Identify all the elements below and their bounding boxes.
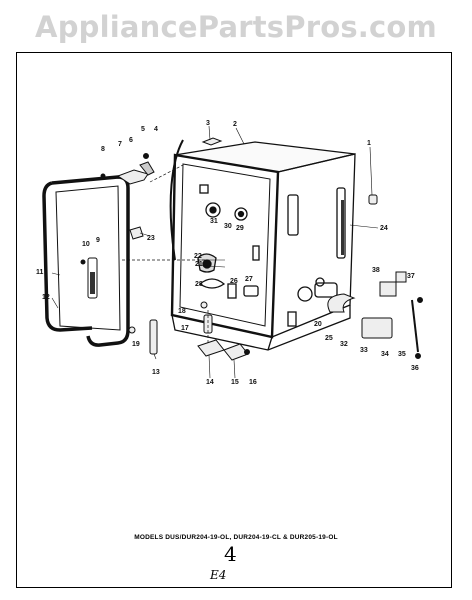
part-label-3: 3 — [206, 120, 210, 127]
leader-lines — [51, 125, 379, 379]
part-label-18: 18 — [178, 308, 186, 315]
part-label-12: 12 — [42, 294, 50, 301]
part-label-23: 23 — [147, 235, 155, 242]
part-label-9: 9 — [96, 237, 100, 244]
diagram-frame — [16, 52, 452, 588]
separate-parts — [100, 137, 423, 361]
part-label-32: 32 — [340, 341, 348, 348]
part-label-34: 34 — [381, 351, 389, 358]
part-label-26: 26 — [230, 278, 238, 285]
part-label-8: 8 — [101, 146, 105, 153]
part-label-14: 14 — [206, 379, 214, 386]
part-label-15: 15 — [231, 379, 239, 386]
part-label-27: 27 — [245, 276, 253, 283]
part-label-28: 28 — [195, 281, 203, 288]
site-watermark: AppliancePartsPros.com — [35, 10, 437, 44]
part-label-20: 20 — [314, 321, 322, 328]
door-panel — [42, 175, 130, 347]
models-caption: MODELS DUS/DUR204-19-OL, DUR204-19-CL & … — [134, 534, 338, 541]
page-code: E4 — [210, 568, 227, 582]
part-label-29: 29 — [236, 225, 244, 232]
part-label-6: 6 — [129, 137, 133, 144]
part-label-2: 2 — [233, 121, 237, 128]
part-label-11: 11 — [36, 269, 44, 276]
page-number: 4 — [224, 542, 237, 566]
part-label-1: 1 — [367, 140, 371, 147]
part-label-33: 33 — [360, 347, 368, 354]
part-label-19: 19 — [132, 341, 140, 348]
part-label-31: 31 — [210, 218, 218, 225]
part-label-38: 38 — [372, 267, 380, 274]
dishwasher-tub — [169, 139, 356, 351]
assembly-lines — [122, 164, 209, 345]
part-label-13: 13 — [152, 369, 160, 376]
part-label-25: 25 — [325, 335, 333, 342]
part-label-10: 10 — [82, 241, 90, 248]
part-label-16: 16 — [249, 379, 257, 386]
part-label-24: 24 — [380, 225, 388, 232]
part-label-17: 17 — [181, 325, 189, 332]
part-label-5: 5 — [141, 126, 145, 133]
part-label-30: 30 — [224, 223, 232, 230]
part-label-37: 37 — [407, 273, 415, 280]
part-label-7: 7 — [118, 141, 122, 148]
part-label-21: 21 — [195, 261, 203, 268]
part-label-4: 4 — [154, 126, 158, 133]
part-label-36: 36 — [411, 365, 419, 372]
part-label-22: 22 — [194, 253, 202, 260]
part-number-labels: 1 2 3 4 5 6 7 8 9 10 11 12 13 14 15 16 1… — [36, 120, 419, 386]
part-label-35: 35 — [398, 351, 406, 358]
